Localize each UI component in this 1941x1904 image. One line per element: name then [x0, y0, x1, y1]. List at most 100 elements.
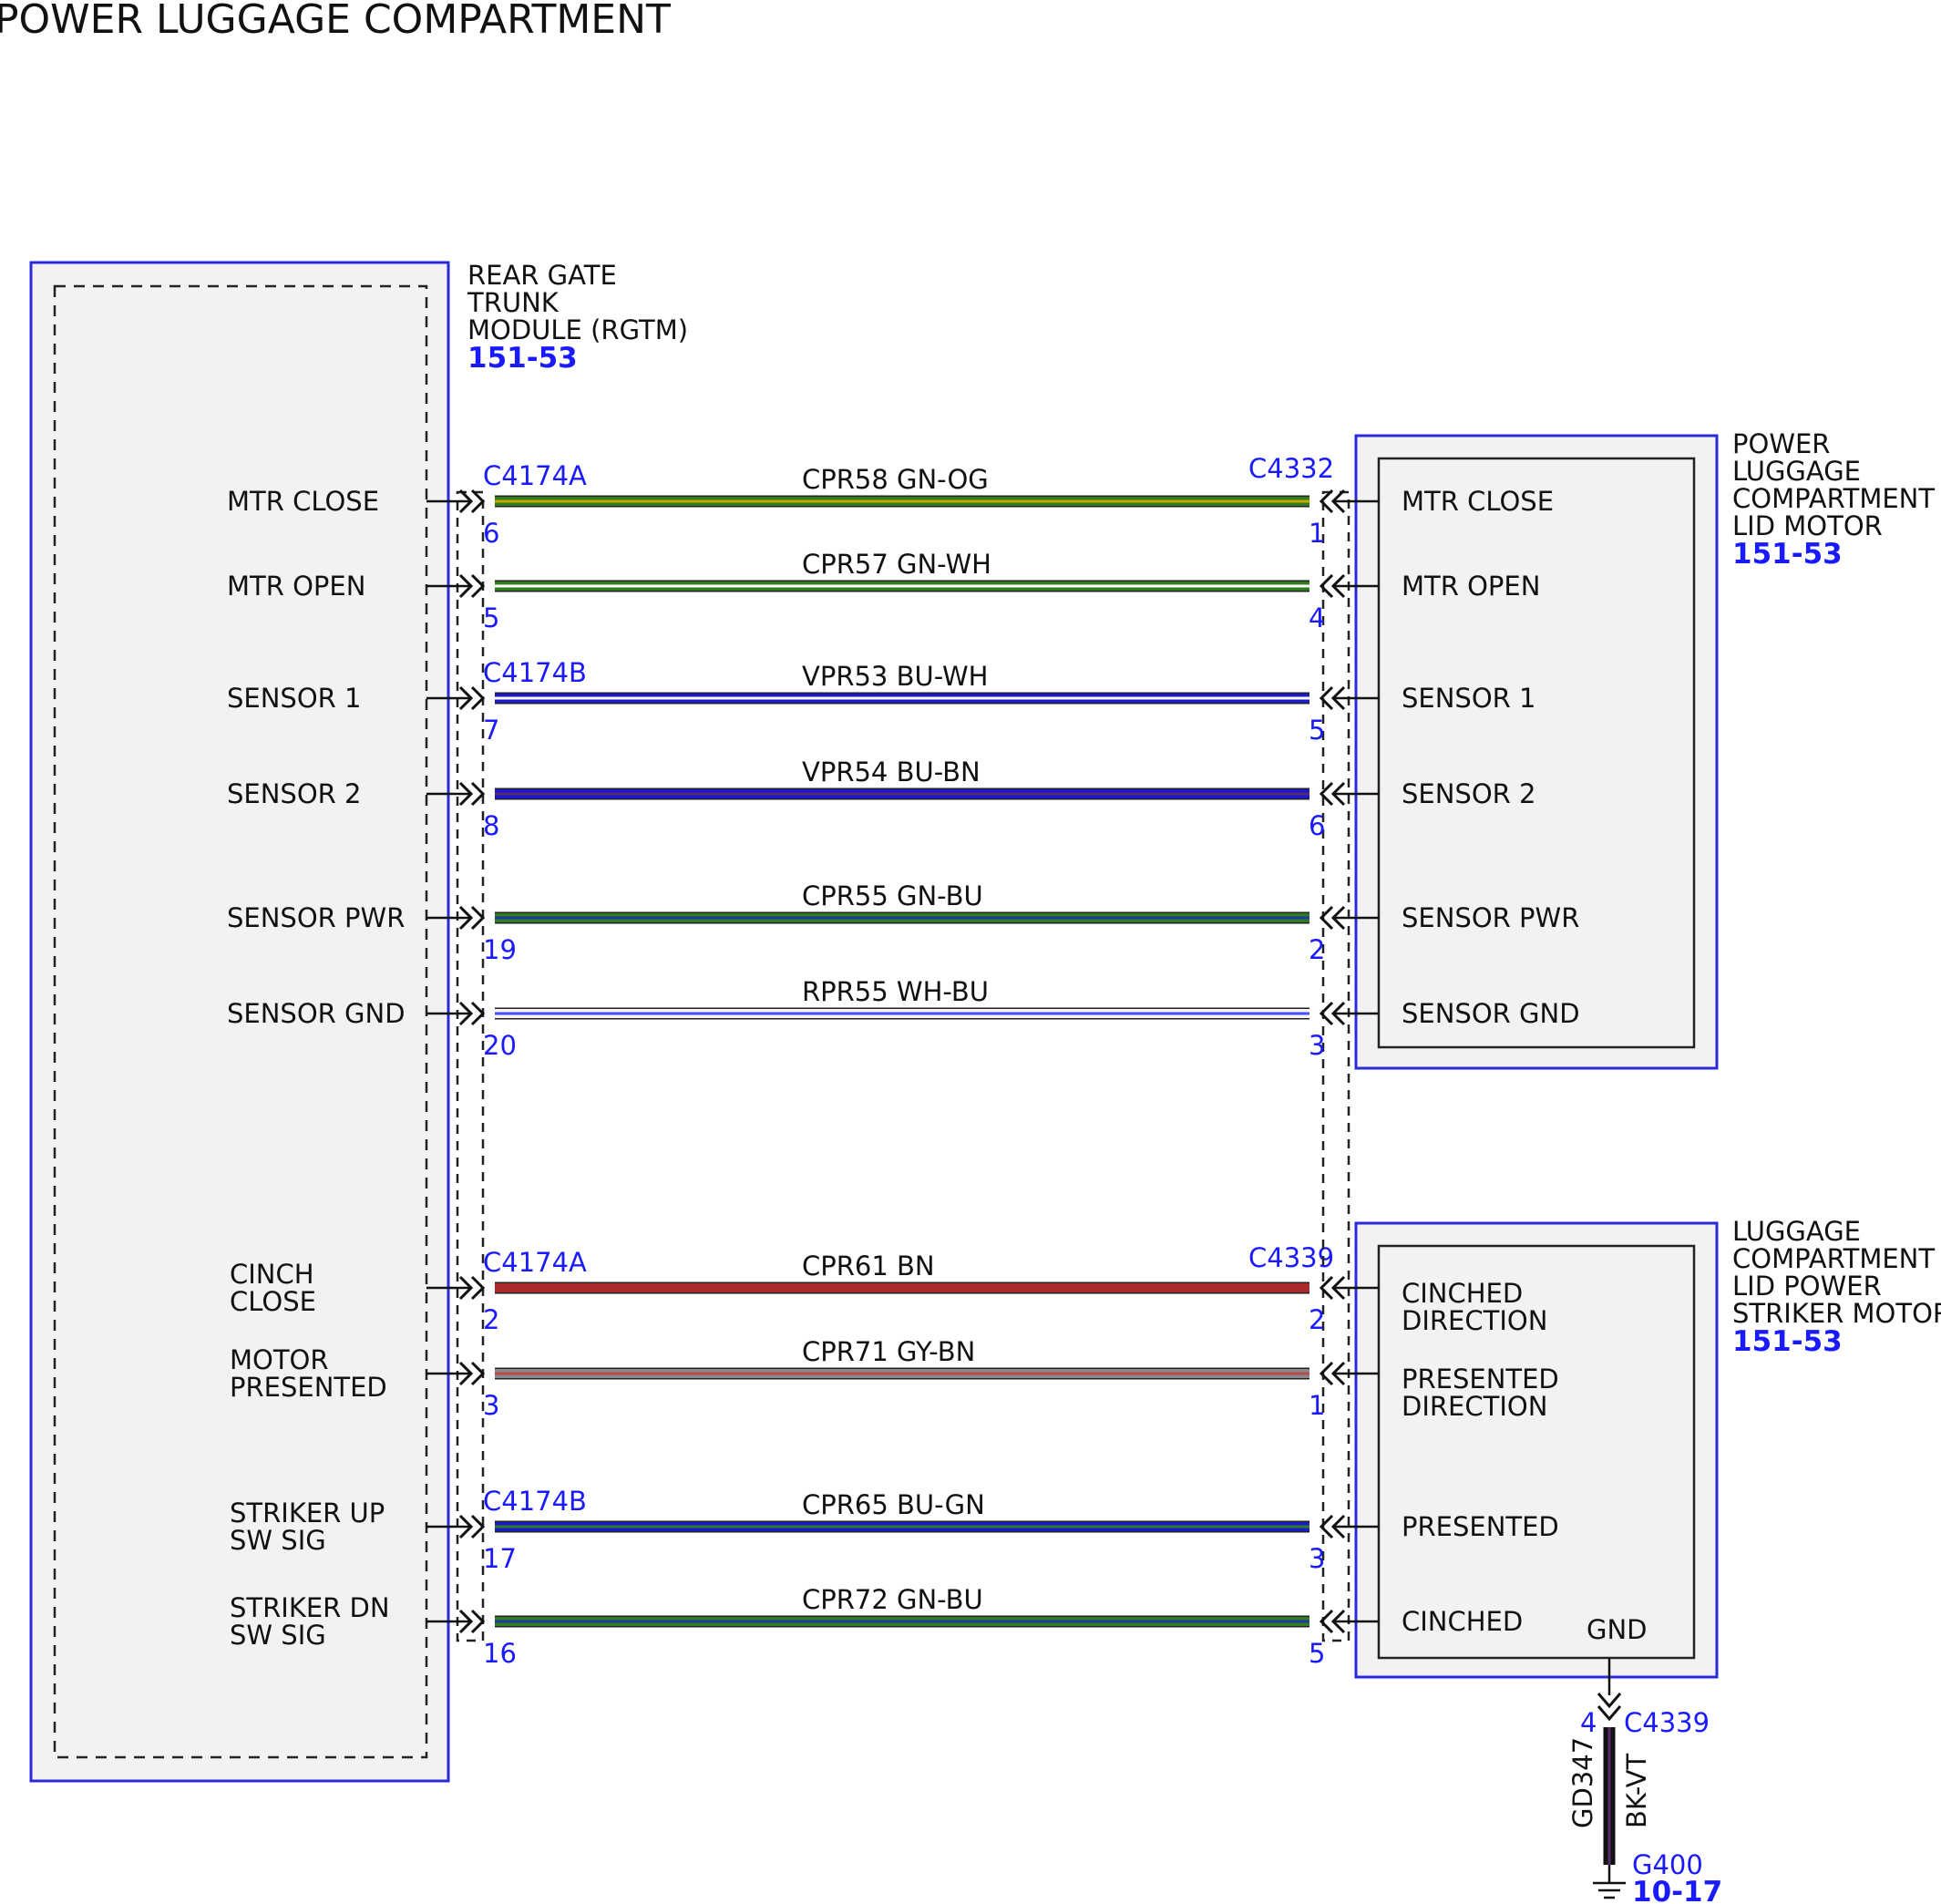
right-connector-arrow: [1319, 1001, 1334, 1026]
left-connector-arrow: [470, 489, 486, 514]
rgtm-name-line: MODULE (RGTM): [467, 314, 688, 345]
ground-ref-link[interactable]: 10-17: [1632, 1876, 1722, 1904]
right-connector-arrow: [1319, 1609, 1334, 1634]
right-connector-arrow: [1319, 573, 1334, 599]
left-connector-arrow: [458, 573, 474, 599]
wire-circuit-label: VPR53 BU-WH: [802, 661, 989, 692]
rgtm-module[interactable]: [29, 261, 450, 1783]
wires-layer: CPR58 GN-OG C4174A 6 1 MTR CLOSE MTR CLOSE CPR…: [227, 460, 1580, 1669]
right-connector-arrow: [1330, 489, 1346, 514]
rgtm-pin-label: SW SIG: [230, 1525, 326, 1556]
left-connector-arrow: [470, 573, 486, 599]
rgtm-pin-label: SENSOR 2: [227, 778, 361, 809]
right-pin-number: 3: [1309, 1543, 1325, 1574]
right-pin-number: 3: [1309, 1030, 1325, 1061]
right-pin-number: 5: [1309, 1638, 1325, 1669]
right-pin-number: 2: [1309, 1304, 1325, 1335]
motor-pin-label: CINCHED: [1402, 1278, 1523, 1309]
ground-connector-arrow: [1597, 1693, 1622, 1709]
wire-circuit-label: RPR55 WH-BU: [802, 976, 989, 1007]
right-connector-arrow: [1330, 1514, 1346, 1539]
rgtm-pin-label: PRESENTED: [230, 1372, 387, 1403]
lid-motor-name: POWER LUGGAGE COMPARTMENT LID MOTOR: [1732, 428, 1935, 541]
striker-motor-ref-link[interactable]: 151-53: [1732, 1325, 1843, 1358]
left-connector-arrow: [470, 685, 486, 711]
rgtm-pin-label: SENSOR 1: [227, 683, 361, 714]
lid-motor-ref-link[interactable]: 151-53: [1732, 538, 1843, 571]
left-pin-number: 19: [483, 934, 517, 965]
rgtm-pin-label: MTR CLOSE: [227, 486, 379, 517]
rgtm-pin-label: SENSOR GND: [227, 998, 406, 1029]
left-connector-arrow: [458, 685, 474, 711]
left-pin-number: 8: [483, 810, 499, 841]
rgtm-pin-label: MTR OPEN: [227, 571, 365, 602]
right-pin-number: 1: [1309, 518, 1325, 549]
lid-motor-module[interactable]: [1354, 434, 1719, 1070]
striker-motor-module[interactable]: [1354, 1221, 1719, 1679]
ground-point: G400: [1632, 1849, 1703, 1880]
wire-circuit-label: CPR58 GN-OG: [802, 464, 989, 495]
left-pin-number: 3: [483, 1390, 499, 1421]
striker-gnd-label: GND: [1587, 1614, 1648, 1645]
motor-pin-label: DIRECTION: [1402, 1391, 1547, 1422]
rgtm-pin-label: STRIKER DN: [230, 1592, 390, 1623]
left-connector-label: C4174A: [483, 1247, 587, 1278]
ground-connector-arrow: [1597, 1705, 1622, 1722]
motor-pin-label: CINCHED: [1402, 1606, 1523, 1637]
rgtm-pin-label: MOTOR: [230, 1344, 329, 1375]
left-pin-number: 17: [483, 1543, 517, 1574]
left-connector-arrow: [470, 1001, 486, 1026]
lid-motor-name-line: COMPARTMENT: [1732, 483, 1935, 514]
striker-motor-name-line: LUGGAGE: [1732, 1216, 1861, 1247]
left-pin-number: 2: [483, 1304, 499, 1335]
right-connector-arrow: [1330, 685, 1346, 711]
right-connector-arrow: [1330, 1001, 1346, 1026]
page-title: POWER LUGGAGE COMPARTMENT: [0, 0, 671, 43]
wire-row: VPR54 BU-BN 8 6 SENSOR 2 SENSOR 2: [227, 756, 1535, 841]
motor-pin-label: SENSOR 2: [1402, 778, 1535, 809]
motor-pin-label: MTR CLOSE: [1402, 486, 1554, 517]
left-connector-label: C4174A: [483, 460, 587, 491]
motor-pin-label: PRESENTED: [1402, 1511, 1559, 1542]
right-pin-number: 4: [1309, 602, 1325, 633]
motor-pin-label: PRESENTED: [1402, 1364, 1559, 1395]
lid-motor-name-line: LUGGAGE: [1732, 456, 1861, 487]
left-connector-arrow: [470, 905, 486, 931]
left-connector-label: C4174B: [483, 657, 587, 688]
left-connector-arrow: [470, 1361, 486, 1386]
right-connector-arrow: [1319, 1514, 1334, 1539]
left-connector-arrow: [470, 1514, 486, 1539]
right-pin-number: 6: [1309, 810, 1325, 841]
rgtm-name-line: TRUNK: [467, 287, 560, 318]
rgtm-pin-label: CLOSE: [230, 1286, 316, 1317]
right-connector-arrow: [1330, 1361, 1346, 1386]
motor-pin-label: MTR OPEN: [1402, 571, 1540, 602]
rgtm-ref-link[interactable]: 151-53: [467, 342, 578, 375]
rgtm-pin-label: CINCH: [230, 1259, 314, 1290]
lid-motor-name-line: LID MOTOR: [1732, 510, 1883, 541]
wire-circuit-label: CPR61 BN: [802, 1250, 935, 1281]
left-connector-arrow: [458, 1514, 474, 1539]
right-connector-arrow: [1319, 685, 1334, 711]
wire-circuit-label: CPR57 GN-WH: [802, 549, 991, 580]
ground-circuit: GD347: [1567, 1737, 1598, 1828]
ground-connector: C4339: [1624, 1707, 1710, 1738]
right-connector-outline: [1321, 490, 1350, 1642]
motor-pin-label: SENSOR 1: [1402, 683, 1535, 714]
striker-motor-name-line: STRIKER MOTOR: [1732, 1298, 1941, 1329]
connector-outlines: [456, 490, 1350, 1642]
wire-circuit-label: VPR54 BU-BN: [802, 756, 981, 787]
motor-pin-label: SENSOR GND: [1402, 998, 1580, 1029]
left-connector-arrow: [470, 1609, 486, 1634]
left-pin-number: 16: [483, 1638, 517, 1669]
left-connector-arrow: [458, 781, 474, 807]
ground-branch: [1593, 1658, 1626, 1899]
right-connector-arrow: [1319, 1275, 1334, 1301]
